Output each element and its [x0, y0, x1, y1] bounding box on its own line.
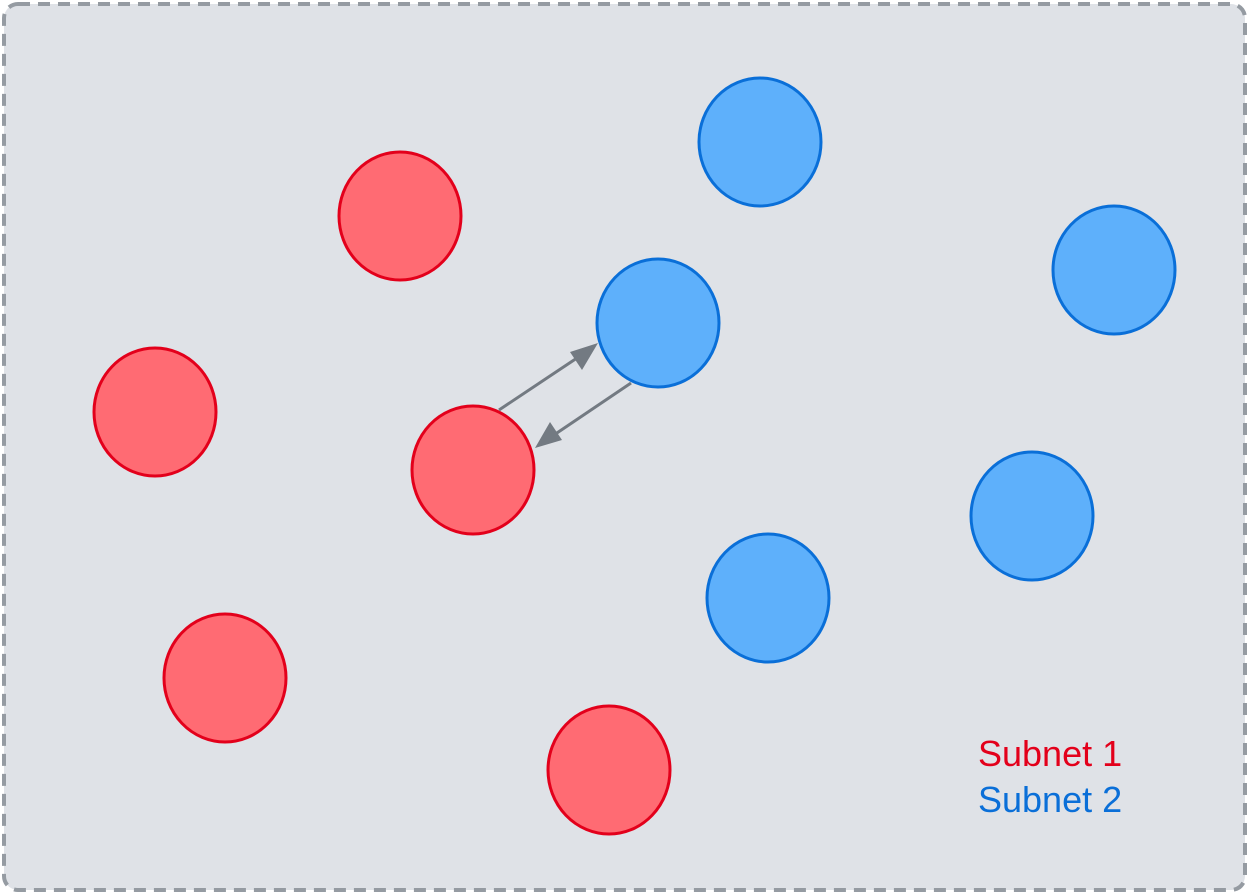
- subnet-1-node[interactable]: [546, 704, 672, 836]
- subnet-1-node[interactable]: [92, 346, 218, 478]
- subnet-2-node[interactable]: [595, 257, 721, 389]
- arrow-subnet1-to-subnet2: [498, 350, 587, 412]
- subnet-1-node[interactable]: [337, 150, 463, 282]
- arrow-subnet2-to-subnet1: [547, 381, 632, 441]
- subnet-2-node[interactable]: [1051, 204, 1177, 336]
- subnet-2-node[interactable]: [969, 450, 1095, 582]
- connection-arrows: [498, 343, 632, 448]
- arrowhead-subnet2-to-subnet1: [535, 422, 562, 448]
- subnet-2-node[interactable]: [705, 532, 831, 664]
- arrowhead-subnet1-to-subnet2: [570, 343, 598, 370]
- legend: Subnet 1 Subnet 2: [978, 731, 1122, 823]
- legend-subnet-1: Subnet 1: [978, 733, 1123, 774]
- subnet-1-node[interactable]: [410, 404, 536, 536]
- legend-subnet-2: Subnet 2: [978, 779, 1123, 820]
- subnet-1-node[interactable]: [162, 612, 288, 744]
- subnet-2-node[interactable]: [697, 76, 823, 208]
